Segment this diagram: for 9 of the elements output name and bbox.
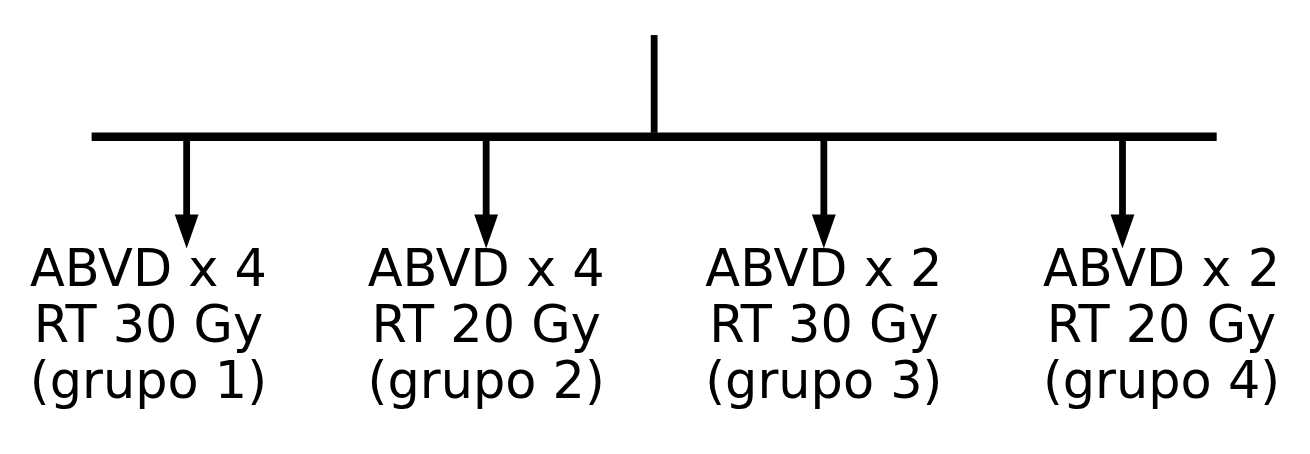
node-text: ABVD x 4 RT 20 Gy (grupo 2) <box>367 239 605 411</box>
arrow <box>474 140 499 249</box>
arrow <box>174 140 199 249</box>
arrow <box>1110 140 1135 249</box>
arrow <box>811 140 836 249</box>
node-bar <box>91 132 1217 142</box>
node-text: ABVD x 2 RT 20 Gy (grupo 4) <box>1042 239 1281 411</box>
node-text: ABVD x 2 RT 30 Gy (grupo 3) <box>705 239 943 411</box>
node-text: ABVD x 4 RT 30 Gy (grupo 1) <box>29 239 268 411</box>
